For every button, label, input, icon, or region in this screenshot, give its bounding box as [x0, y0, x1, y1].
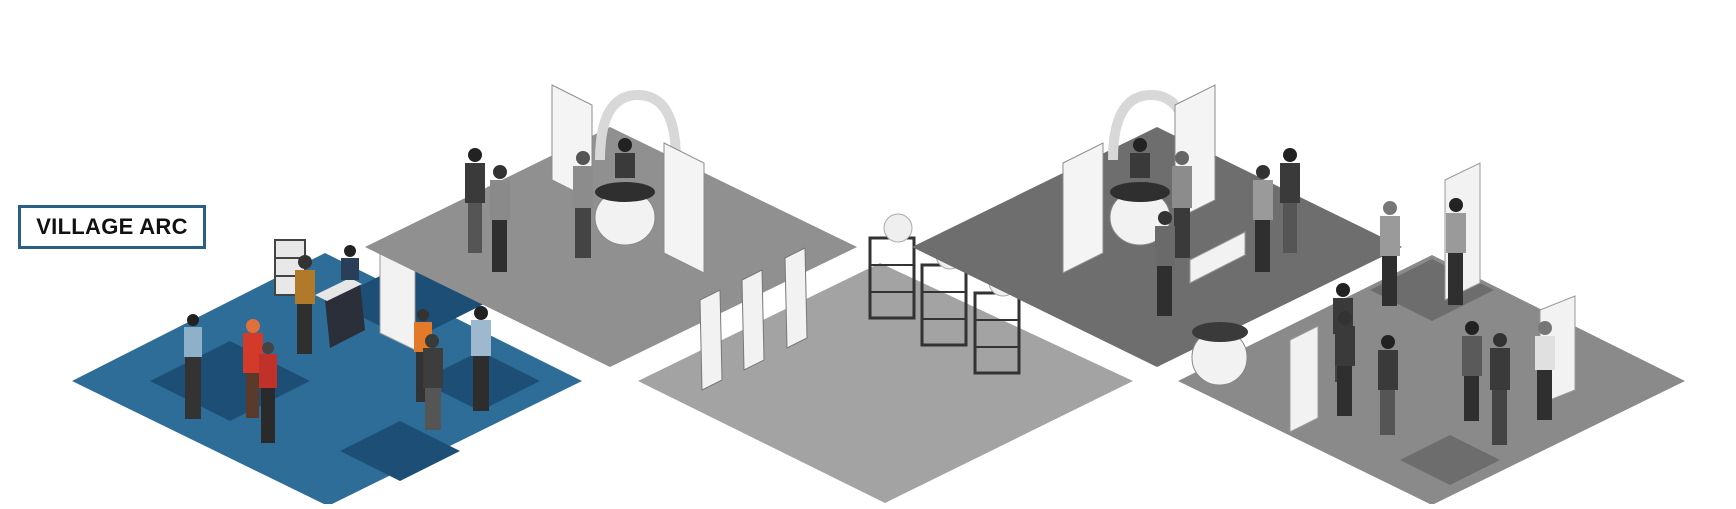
booth-panel [1062, 142, 1104, 274]
booth-pedestal-top [595, 182, 655, 202]
person [259, 342, 277, 443]
person [1335, 311, 1355, 416]
person [1378, 335, 1398, 435]
person [615, 138, 635, 178]
kiosk-header [1189, 231, 1246, 284]
counter-top [315, 278, 362, 301]
kiosk-top [1192, 322, 1248, 342]
reception-counter [325, 283, 365, 348]
person [423, 334, 443, 430]
person [471, 306, 491, 411]
booth-panel [663, 142, 705, 274]
booth-pedestal-top [1110, 182, 1170, 202]
person [184, 314, 202, 419]
person [295, 255, 315, 354]
person [1446, 198, 1466, 305]
person [1253, 165, 1273, 272]
person [1380, 201, 1400, 306]
person [1130, 138, 1150, 178]
zone-rack[interactable] [638, 213, 1133, 503]
person [1490, 333, 1510, 445]
display-panel [1289, 325, 1319, 433]
person [341, 245, 359, 280]
person [573, 151, 593, 258]
meeting-floor-tile [1400, 435, 1500, 485]
brochure-stand [784, 247, 808, 349]
booth-zone-1-floor [365, 127, 857, 367]
brochure-stand [741, 269, 765, 371]
person [1462, 321, 1482, 421]
rack-sign [883, 213, 913, 243]
person [1155, 211, 1175, 316]
person [1280, 148, 1300, 253]
person [490, 165, 510, 272]
person [243, 319, 263, 418]
person [1172, 151, 1192, 258]
zone-label-village-arc[interactable]: VILLAGE ARC [18, 205, 206, 249]
meeting-zone-floor [1178, 255, 1685, 505]
zone-label-text: VILLAGE ARC [36, 214, 188, 239]
person [465, 148, 485, 253]
zone-village-arc[interactable] [72, 239, 582, 506]
booth-arch [595, 89, 681, 161]
brochure-stand [699, 289, 723, 391]
zone-booth-1[interactable] [365, 84, 857, 367]
village-arc-floor-tile [340, 421, 460, 481]
zone-meeting[interactable] [1178, 162, 1685, 505]
zone-booth-2[interactable] [912, 84, 1402, 367]
person [1535, 321, 1555, 420]
village-arc-floor [72, 253, 582, 506]
